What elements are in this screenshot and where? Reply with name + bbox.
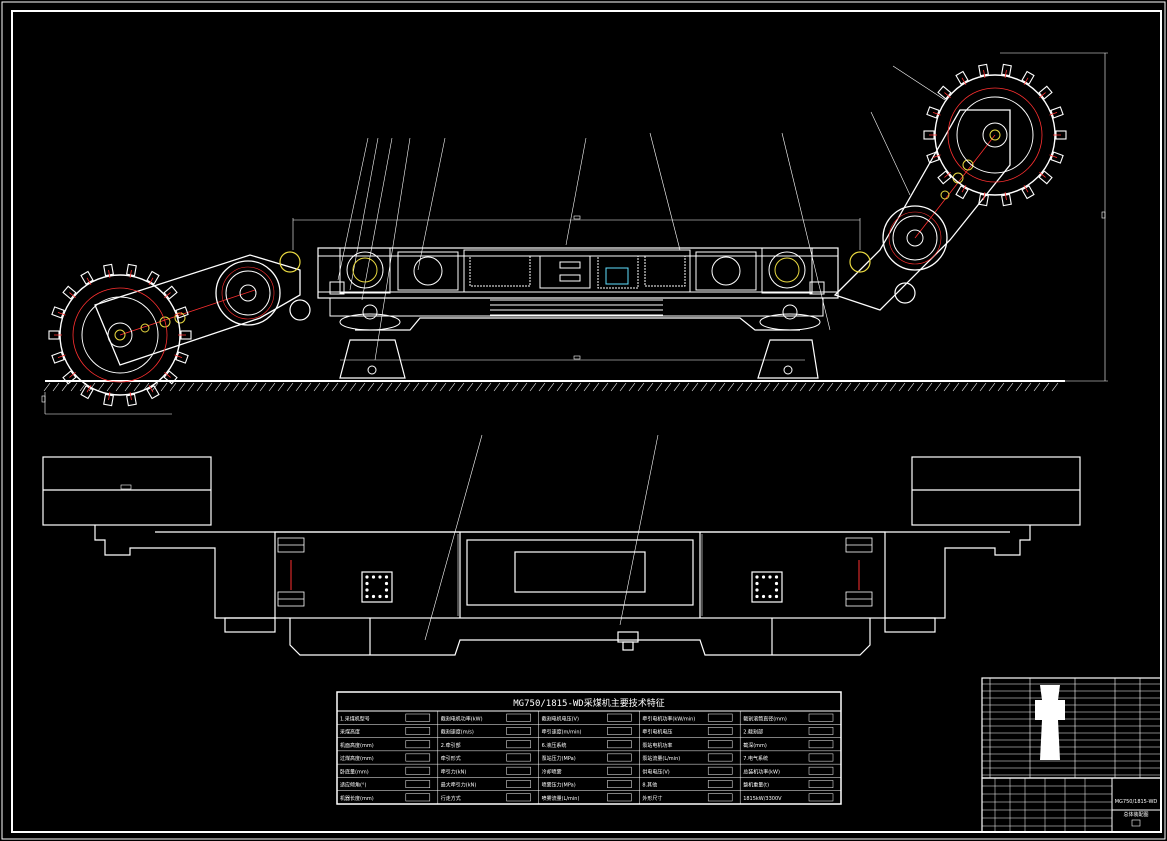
spec-cell: 泵站电机功率 xyxy=(642,742,672,749)
spec-cell: 喷雾流量(L/min) xyxy=(542,795,580,802)
spec-cell: 1.采煤机型号 xyxy=(340,715,370,722)
spec-cell: 整机重量(t) xyxy=(743,782,769,789)
spec-cell: 牵引形式 xyxy=(441,755,461,762)
spec-cell: 1815kW/3300V xyxy=(743,796,782,802)
spec-cell: 截割电机电压(V) xyxy=(542,715,579,722)
parts-list xyxy=(981,677,1162,779)
spec-table-title: MG750/1815-WD采煤机主要技术特征 xyxy=(513,697,664,709)
spec-cell: 截割速度(m/s) xyxy=(441,729,474,736)
spec-cell: 6.液压系统 xyxy=(542,742,567,749)
spec-cell: 外形尺寸 xyxy=(642,795,662,802)
spec-cell: 截深(mm) xyxy=(743,742,767,749)
spec-cell: 采煤高度 xyxy=(340,729,360,736)
spec-cell: 牵引电机电压 xyxy=(642,729,672,736)
spec-cell: 截割滚筒直径(mm) xyxy=(743,715,787,722)
spec-table: MG750/1815-WD采煤机主要技术特征 1.采煤机型号 截割电机功率(kW)… xyxy=(336,691,842,805)
spec-cell: 冷却喷雾 xyxy=(542,768,562,775)
spec-cell: 牵引电机功率(kW/min) xyxy=(642,715,695,722)
spec-cell: 8.其他 xyxy=(642,782,657,789)
spec-cell: 喷雾压力(MPa) xyxy=(542,782,576,789)
spec-cell: 卧底量(mm) xyxy=(340,768,369,775)
spec-cell: 7.电气系统 xyxy=(743,755,768,762)
spec-cell: 机面高度(mm) xyxy=(340,742,374,749)
spec-cell: 截割电机功率(kW) xyxy=(441,715,483,722)
spec-cell: 泵站流量(L/min) xyxy=(642,755,680,762)
spec-cell: 供电电压(V) xyxy=(642,768,669,775)
spec-cell: 适应倾角(°) xyxy=(340,782,366,789)
spec-cell: 牵引力(kN) xyxy=(441,768,467,775)
spec-cell: 2.牵引部 xyxy=(441,742,461,749)
inner-frame xyxy=(11,10,1162,833)
spec-cell: 最大牵引力(kN) xyxy=(441,782,477,789)
plan-view xyxy=(42,434,1081,656)
spec-cell: 2.截割部 xyxy=(743,729,763,736)
spec-cell: 泵站压力(MPa) xyxy=(542,755,576,762)
spec-cell: 总装机功率(kW) xyxy=(743,768,780,775)
spec-cell: 机器长度(mm) xyxy=(340,795,374,802)
drawing-number: MG750/1815-WD xyxy=(1115,799,1158,805)
drawing-name: 总体装配图 xyxy=(1123,811,1148,818)
spec-cell: 过煤高度(mm) xyxy=(340,755,374,762)
elevation-view xyxy=(41,52,1108,415)
title-block xyxy=(981,777,1162,833)
spec-cell: 牵引速度(m/min) xyxy=(542,729,582,736)
spec-cell: 行走方式 xyxy=(441,795,461,802)
